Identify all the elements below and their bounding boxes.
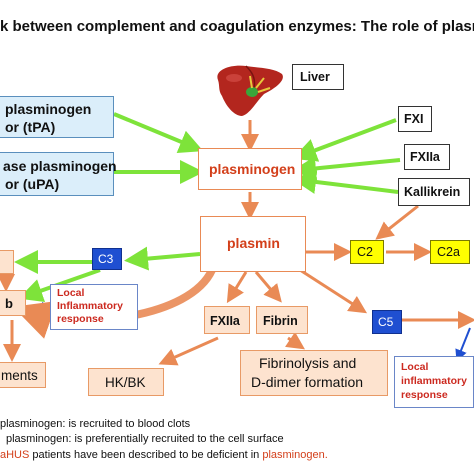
liver-box: Liver: [292, 64, 344, 90]
ments-label: ments: [1, 368, 38, 383]
left-box-b-label: b: [5, 296, 13, 311]
plasminogen-box: plasminogen: [198, 148, 302, 190]
arrow-fibrin-to-fibrinolysis: [285, 331, 305, 350]
fxiia-bottom-box: FXIIa: [204, 306, 250, 334]
fxi-box: FXI: [398, 106, 432, 132]
right-inflam-line2: inflammatory: [401, 375, 467, 387]
arrow-kallikrein-to-c2: [375, 204, 419, 240]
c2a-label: C2a: [437, 245, 460, 259]
fxi-label: FXI: [404, 112, 424, 126]
c2-box: C2: [350, 240, 384, 264]
left-inflam-line3: response: [57, 313, 104, 325]
tpa-box: plasminogen or (tPA): [0, 96, 114, 138]
upa-box: ase plasminogen or (uPA): [0, 152, 117, 196]
fibrinolysis-line2: D-dimer formation: [251, 374, 364, 390]
liver-icon: [217, 65, 283, 116]
upa-label-line1: ase plasminogen: [3, 158, 117, 174]
arrow-tpa-to-plasminogen: [113, 112, 204, 153]
left-inflam-box: Local Inflammatory response: [50, 284, 138, 330]
c3-label: C3: [98, 252, 114, 266]
fxiia-top-label: FXIIa: [410, 150, 440, 164]
c5-label: C5: [378, 315, 394, 329]
plasmin-box: plasmin: [200, 216, 306, 272]
footnote-3-prefix: aHUS: [0, 449, 30, 461]
kallikrein-box: Kallikrein: [398, 178, 470, 206]
liver-label: Liver: [300, 70, 330, 84]
arrow-plasmin-to-fxiia: [226, 271, 248, 304]
left-inflam-line1: Local: [57, 287, 85, 299]
right-inflam-line3: response: [401, 389, 448, 401]
c2-label: C2: [357, 245, 373, 259]
arrow-plasmin-to-c5: [299, 268, 368, 314]
fibrinolysis-box: Fibrinolysis and D-dimer formation: [240, 350, 388, 396]
left-box-1: [0, 250, 14, 274]
fibrin-box: Fibrin: [256, 306, 308, 334]
footnote-3-suffix: plasminogen.: [262, 449, 328, 461]
fibrinolysis-line1: Fibrinolysis and: [259, 355, 357, 371]
plasminogen-label: plasminogen: [209, 161, 296, 177]
arrow-kallikrein-to-plasminogen: [292, 170, 399, 194]
footnote-3: aHUS patients have been described to be …: [0, 449, 328, 461]
left-box-b: b: [0, 290, 26, 316]
footnote-1: plasminogen: is recruited to blood clots: [0, 418, 191, 430]
c2a-box: C2a: [430, 240, 470, 264]
c5-box: C5: [372, 310, 402, 334]
arrow-c3-to-b-box: [18, 268, 101, 303]
left-inflam-line2: Inflammatory: [57, 300, 123, 312]
right-inflam-line1: Local: [401, 361, 429, 373]
fibrin-label: Fibrin: [263, 314, 298, 328]
kallikrein-label: Kallikrein: [404, 185, 461, 199]
hkbk-box: HK/BK: [88, 368, 164, 396]
footnote-2: plasminogen: is preferentially recruited…: [6, 433, 284, 445]
c3-box: C3: [92, 248, 122, 270]
fxiia-bottom-label: FXIIa: [210, 314, 240, 328]
ments-box: ments: [0, 362, 46, 388]
upa-label-line2: or (uPA): [5, 176, 60, 192]
fxiia-top-box: FXIIa: [404, 144, 450, 170]
arrow-fxi-to-plasminogen: [292, 118, 397, 162]
arrow-plasmin-to-fibrin: [254, 271, 282, 303]
arrow-fxiia-to-hkbk: [158, 336, 219, 366]
tpa-label-line1: plasminogen: [5, 101, 92, 117]
arrow-plasmin-to-c3: [124, 246, 201, 271]
tpa-label-line2: or (tPA): [5, 119, 56, 135]
page-title: k between complement and coagulation enz…: [0, 18, 474, 35]
arrow-fxiia-to-plasminogen: [292, 156, 401, 181]
hkbk-label: HK/BK: [105, 375, 146, 390]
arrow-to-right-inflam: [455, 327, 471, 362]
plasmin-label: plasmin: [227, 235, 280, 251]
footnote-3-middle: patients have been described to be defic…: [29, 449, 263, 461]
right-inflam-box: Local inflammatory response: [394, 356, 474, 408]
